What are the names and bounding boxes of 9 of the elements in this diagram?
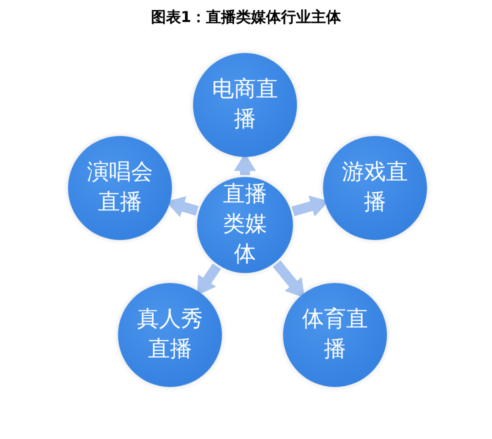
- arrow: [197, 264, 221, 296]
- circle-node: 电商直播: [193, 53, 297, 157]
- circle-node: 游戏直播: [323, 136, 427, 240]
- arrow: [272, 260, 305, 298]
- circle-node: 直播类媒体: [197, 177, 293, 273]
- circle-node: 演唱会直播: [68, 136, 172, 240]
- circle-node: 真人秀直播: [118, 283, 222, 387]
- circle-node: 体育直播: [283, 283, 387, 387]
- title: 图表1：直播类媒体行业主体: [150, 8, 342, 27]
